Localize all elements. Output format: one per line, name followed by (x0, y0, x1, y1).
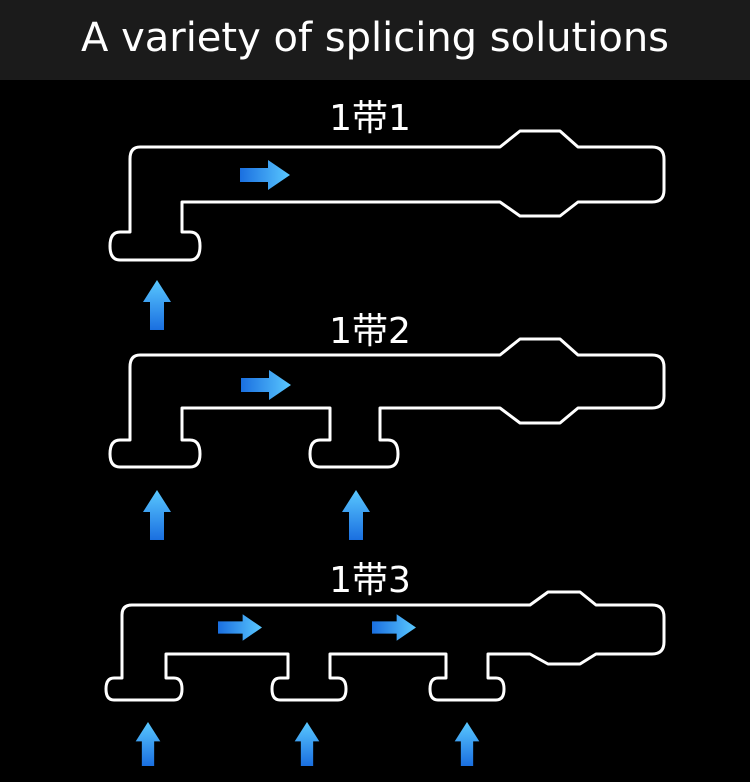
page-title: A variety of splicing solutions (80, 15, 670, 61)
diagram-1-to-1: 1带1 (108, 98, 666, 330)
diagram-label: 1带1 (329, 98, 411, 139)
diagram-1-to-2: 1带2 (108, 311, 666, 540)
inlet-arrow-up (143, 490, 171, 540)
diagram-label: 1带2 (329, 311, 411, 352)
inlet-arrow-up (342, 490, 370, 540)
header-bar: A variety of splicing solutions (0, 0, 750, 80)
flow-arrow-right (241, 370, 291, 400)
pipe-outline (104, 590, 666, 702)
inlet-arrow-up (294, 722, 320, 766)
diagram-1-to-3: 1带3 (104, 560, 666, 766)
inlet-arrow-up (454, 722, 480, 766)
flow-arrow-right (240, 160, 290, 190)
diagram-label: 1带3 (329, 560, 411, 601)
inlet-arrow-up (143, 280, 171, 330)
pipe-outline (108, 337, 666, 469)
flow-arrow-right (372, 614, 416, 641)
flow-arrow-right (218, 614, 262, 641)
pipe-outline (108, 129, 666, 262)
inlet-arrow-up (135, 722, 161, 766)
